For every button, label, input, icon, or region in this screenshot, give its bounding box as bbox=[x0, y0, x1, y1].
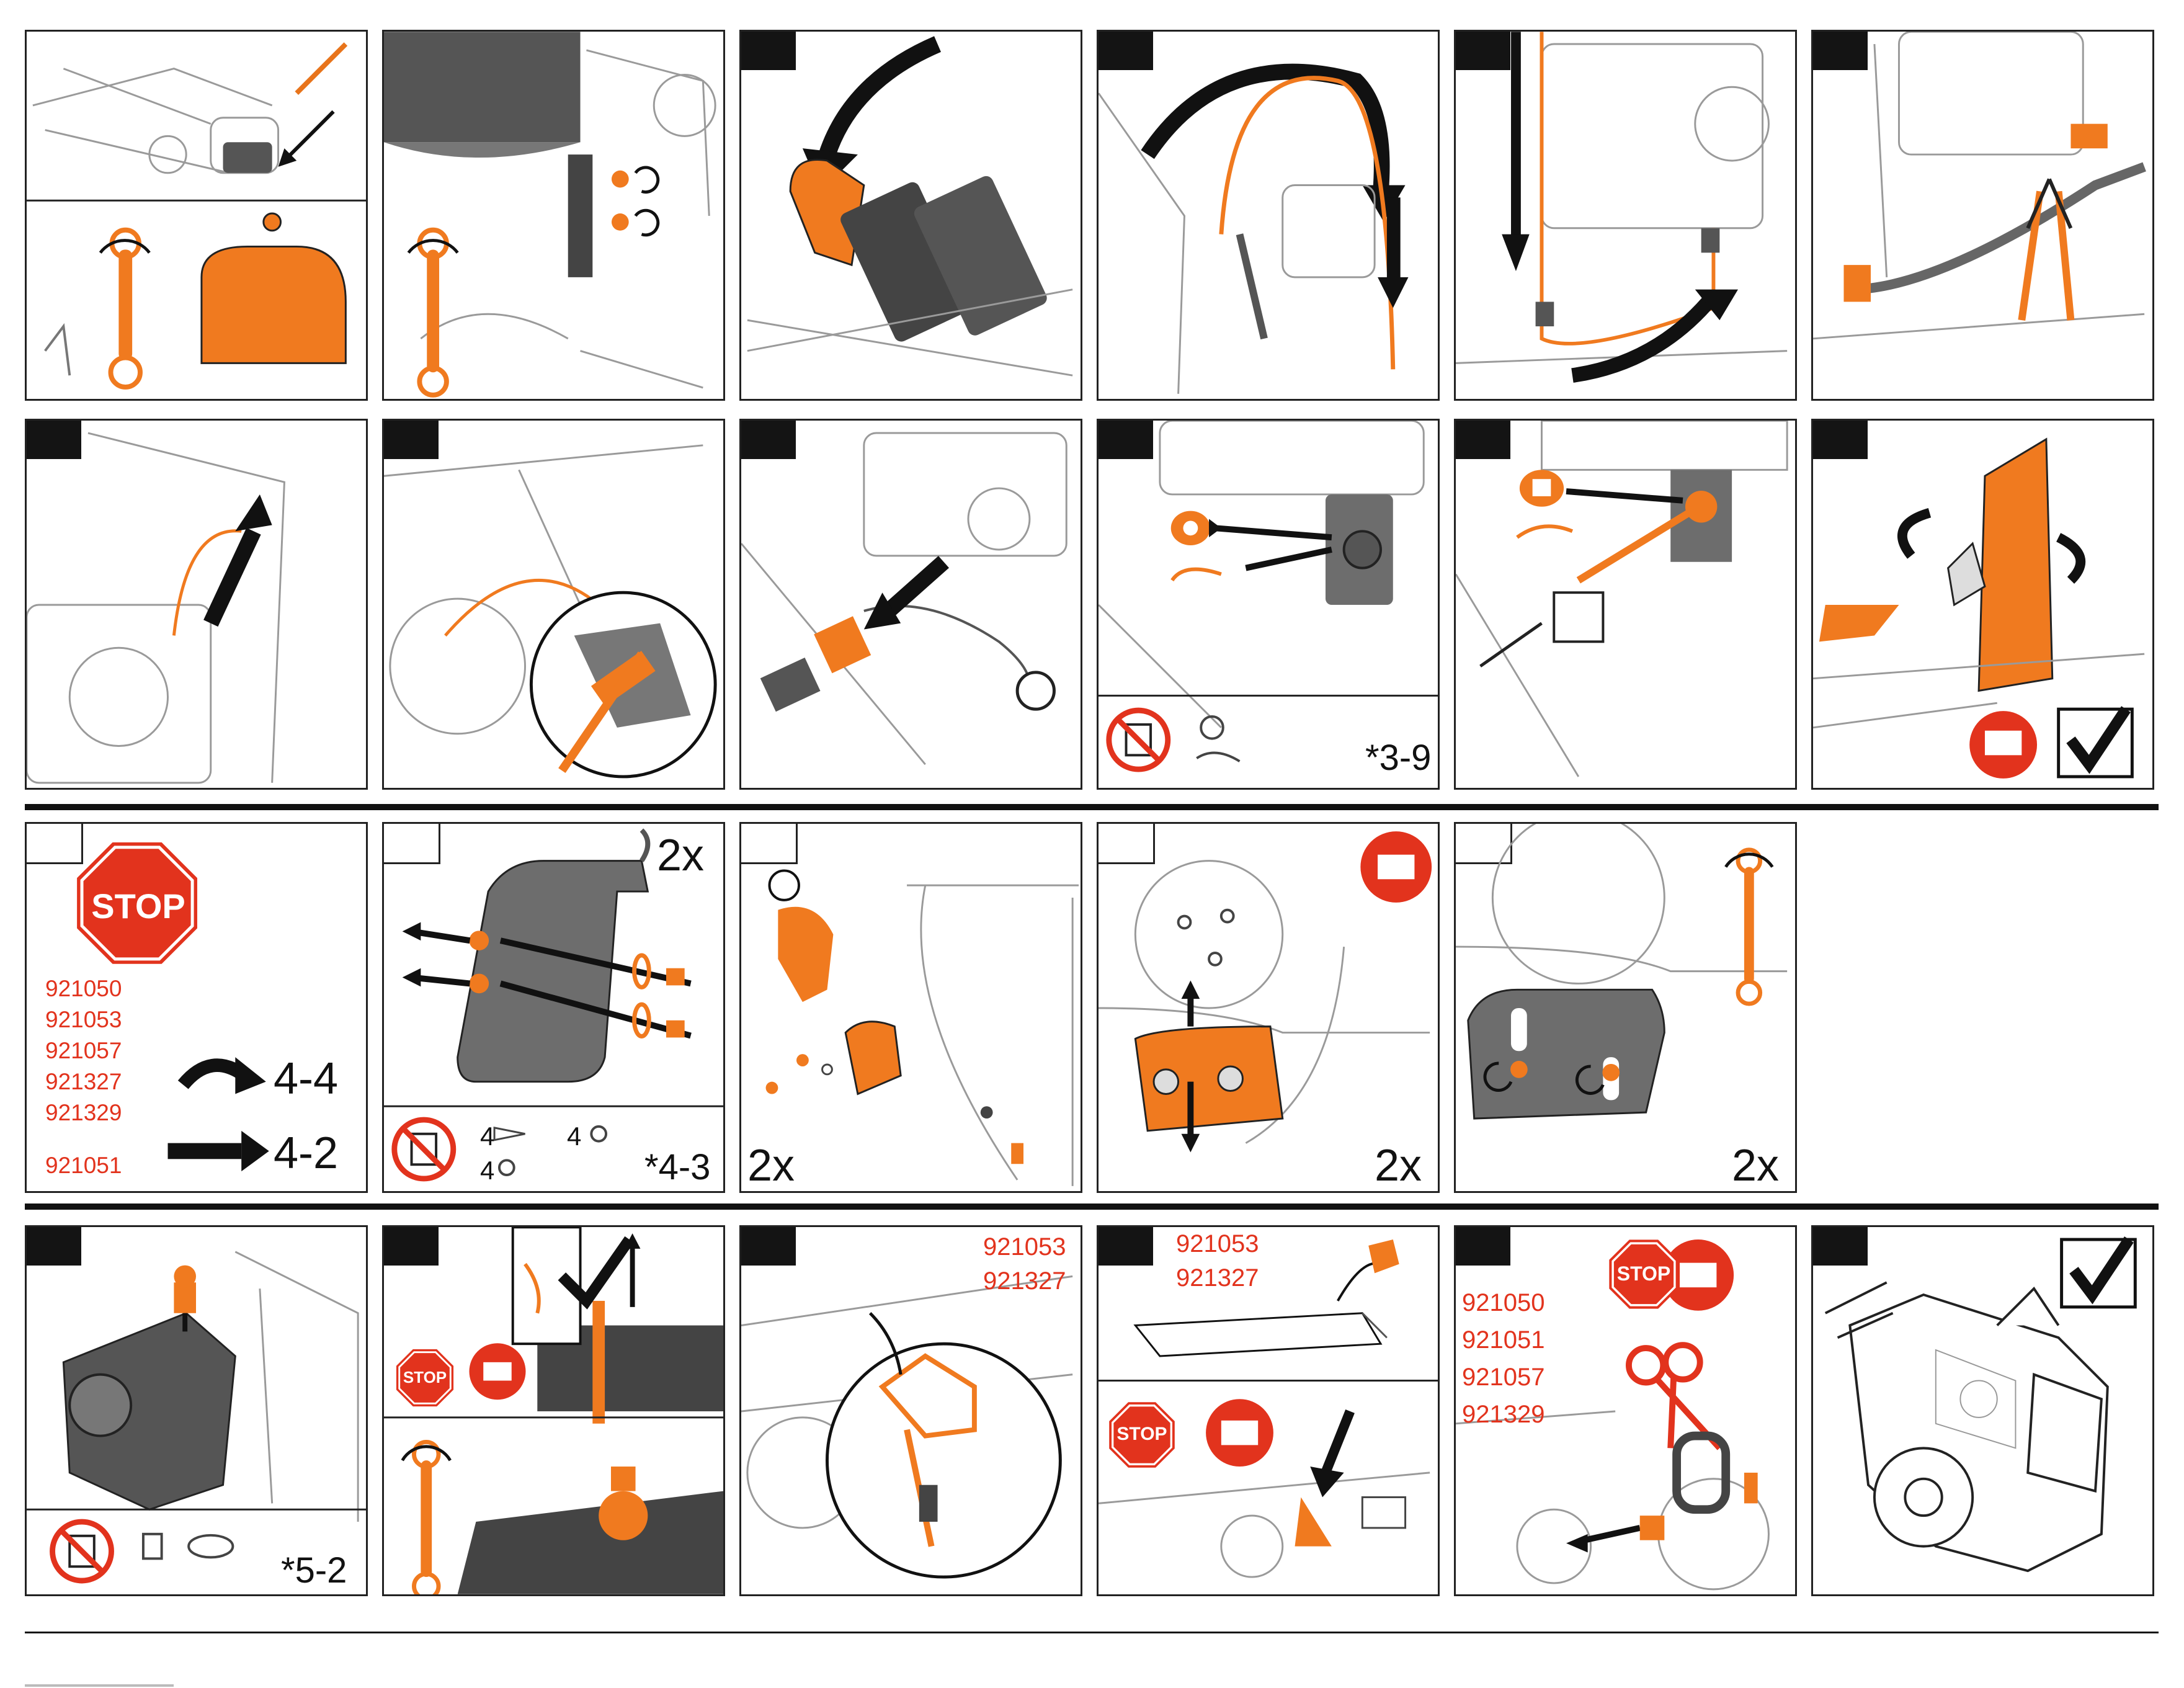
model-number: 921327 bbox=[983, 1267, 1066, 1295]
read-manual-icon bbox=[1206, 1399, 1273, 1467]
step-panel-1-6 bbox=[1811, 30, 2154, 401]
step-panel-3-2: 2x 4 4 4 *4-3 bbox=[382, 822, 725, 1193]
stop-sign-label: STOP bbox=[82, 886, 194, 926]
step-panel-2-4: *3-9 bbox=[1097, 419, 1440, 790]
footer-mark bbox=[25, 1684, 174, 1687]
repeat-count: 2x bbox=[657, 830, 704, 881]
model-number: 921050 bbox=[45, 976, 122, 1002]
step-panel-1-2 bbox=[382, 30, 725, 401]
model-number: 921057 bbox=[1462, 1364, 1544, 1391]
hardware-quantity: 4 bbox=[480, 1122, 494, 1151]
checkmark-icon bbox=[2059, 709, 2133, 777]
illustration-handle-grip bbox=[741, 32, 1081, 399]
illustration-connector-detail bbox=[384, 421, 723, 788]
illustration-skid-install bbox=[741, 824, 1081, 1191]
model-number: 921327 bbox=[45, 1069, 122, 1095]
section-divider bbox=[25, 1203, 2159, 1210]
step-panel-4-1: *5-2 bbox=[25, 1225, 368, 1596]
go-to-section-label: 4-2 bbox=[274, 1128, 338, 1179]
step-panel-4-4: 921053 921327 STOP bbox=[1097, 1225, 1440, 1596]
step-panel-2-2 bbox=[382, 419, 725, 790]
illustration-skid-tighten bbox=[1456, 824, 1795, 1191]
model-number: 921050 bbox=[1462, 1289, 1544, 1317]
stop-sign-label: STOP bbox=[395, 1368, 455, 1387]
stop-sign-label: STOP bbox=[1608, 1262, 1680, 1285]
step-panel-4-6 bbox=[1811, 1225, 2154, 1596]
step-panel-3-5: 2x bbox=[1454, 822, 1797, 1193]
model-number: 921053 bbox=[45, 1007, 122, 1033]
section-divider bbox=[25, 804, 2159, 810]
model-number: 921051 bbox=[45, 1153, 122, 1179]
illustration-chute-assembly-check bbox=[1813, 421, 2152, 788]
hardware-quantity: 4 bbox=[567, 1122, 581, 1151]
step-panel-4-5: STOP 921050 921051 921057 921329 bbox=[1454, 1225, 1797, 1596]
step-panel-1-3 bbox=[739, 30, 1082, 401]
step-panel-3-1: STOP 921050 921053 921057 921327 921329 … bbox=[25, 822, 368, 1193]
checkmark-icon bbox=[2062, 1239, 2136, 1307]
model-number: 921057 bbox=[45, 1038, 122, 1064]
no-discard-icon bbox=[394, 1120, 453, 1179]
repeat-count: 2x bbox=[1732, 1140, 1779, 1191]
illustration-washer-pin-removal bbox=[1099, 421, 1438, 788]
no-discard-icon bbox=[1109, 710, 1168, 769]
step-panel-2-3 bbox=[739, 419, 1082, 790]
step-panel-2-5 bbox=[1454, 419, 1797, 790]
illustration-skid-adjust bbox=[1099, 824, 1438, 1191]
illustration-pliers-clamp bbox=[1813, 32, 2152, 399]
read-manual-icon bbox=[1360, 831, 1432, 903]
illustration-shaft-pin bbox=[27, 32, 366, 399]
illustration-chute-bolts bbox=[384, 32, 723, 399]
illustration-cable-clip bbox=[1456, 32, 1795, 399]
step-panel-4-2: STOP bbox=[382, 1225, 725, 1596]
illustration-cable-route bbox=[1099, 32, 1438, 399]
step-panel-1-5 bbox=[1454, 30, 1797, 401]
model-number: 921327 bbox=[1176, 1264, 1259, 1292]
model-number: 921053 bbox=[1176, 1230, 1259, 1258]
reference-label: *3-9 bbox=[1365, 737, 1431, 779]
step-panel-2-6 bbox=[1811, 419, 2154, 790]
stop-sign-label: STOP bbox=[1108, 1424, 1176, 1445]
step-panel-2-1 bbox=[25, 419, 368, 790]
repeat-count: 2x bbox=[1375, 1140, 1422, 1191]
repeat-count: 2x bbox=[747, 1140, 795, 1191]
step-panel-1-4 bbox=[1097, 30, 1440, 401]
go-to-section-label: 4-4 bbox=[274, 1053, 338, 1104]
no-discard-icon bbox=[53, 1522, 112, 1581]
model-number: 921051 bbox=[1462, 1326, 1544, 1354]
step-panel-3-3: 2x bbox=[739, 822, 1082, 1193]
step-panel-1-1 bbox=[25, 30, 368, 401]
reference-label: *4-3 bbox=[644, 1146, 710, 1188]
footer-rule bbox=[25, 1632, 2159, 1633]
model-number: 921053 bbox=[983, 1233, 1066, 1261]
illustration-gearbox-fill bbox=[27, 1227, 366, 1594]
step-panel-4-3: 921053 921327 bbox=[739, 1225, 1082, 1596]
illustration-snowblower-complete bbox=[1813, 1227, 2152, 1594]
model-number: 921329 bbox=[1462, 1401, 1544, 1429]
model-number: 921329 bbox=[45, 1100, 122, 1126]
illustration-bushing-install bbox=[1456, 421, 1795, 788]
read-manual-icon bbox=[1969, 711, 2037, 779]
illustration-cable-connect bbox=[741, 421, 1081, 788]
hardware-quantity: 4 bbox=[480, 1156, 494, 1186]
read-manual-icon bbox=[469, 1343, 525, 1400]
reference-label: *5-2 bbox=[281, 1550, 347, 1591]
illustration-oil-check bbox=[384, 1227, 723, 1594]
step-panel-3-4: 2x bbox=[1097, 822, 1440, 1193]
illustration-engine-cable bbox=[27, 421, 366, 788]
